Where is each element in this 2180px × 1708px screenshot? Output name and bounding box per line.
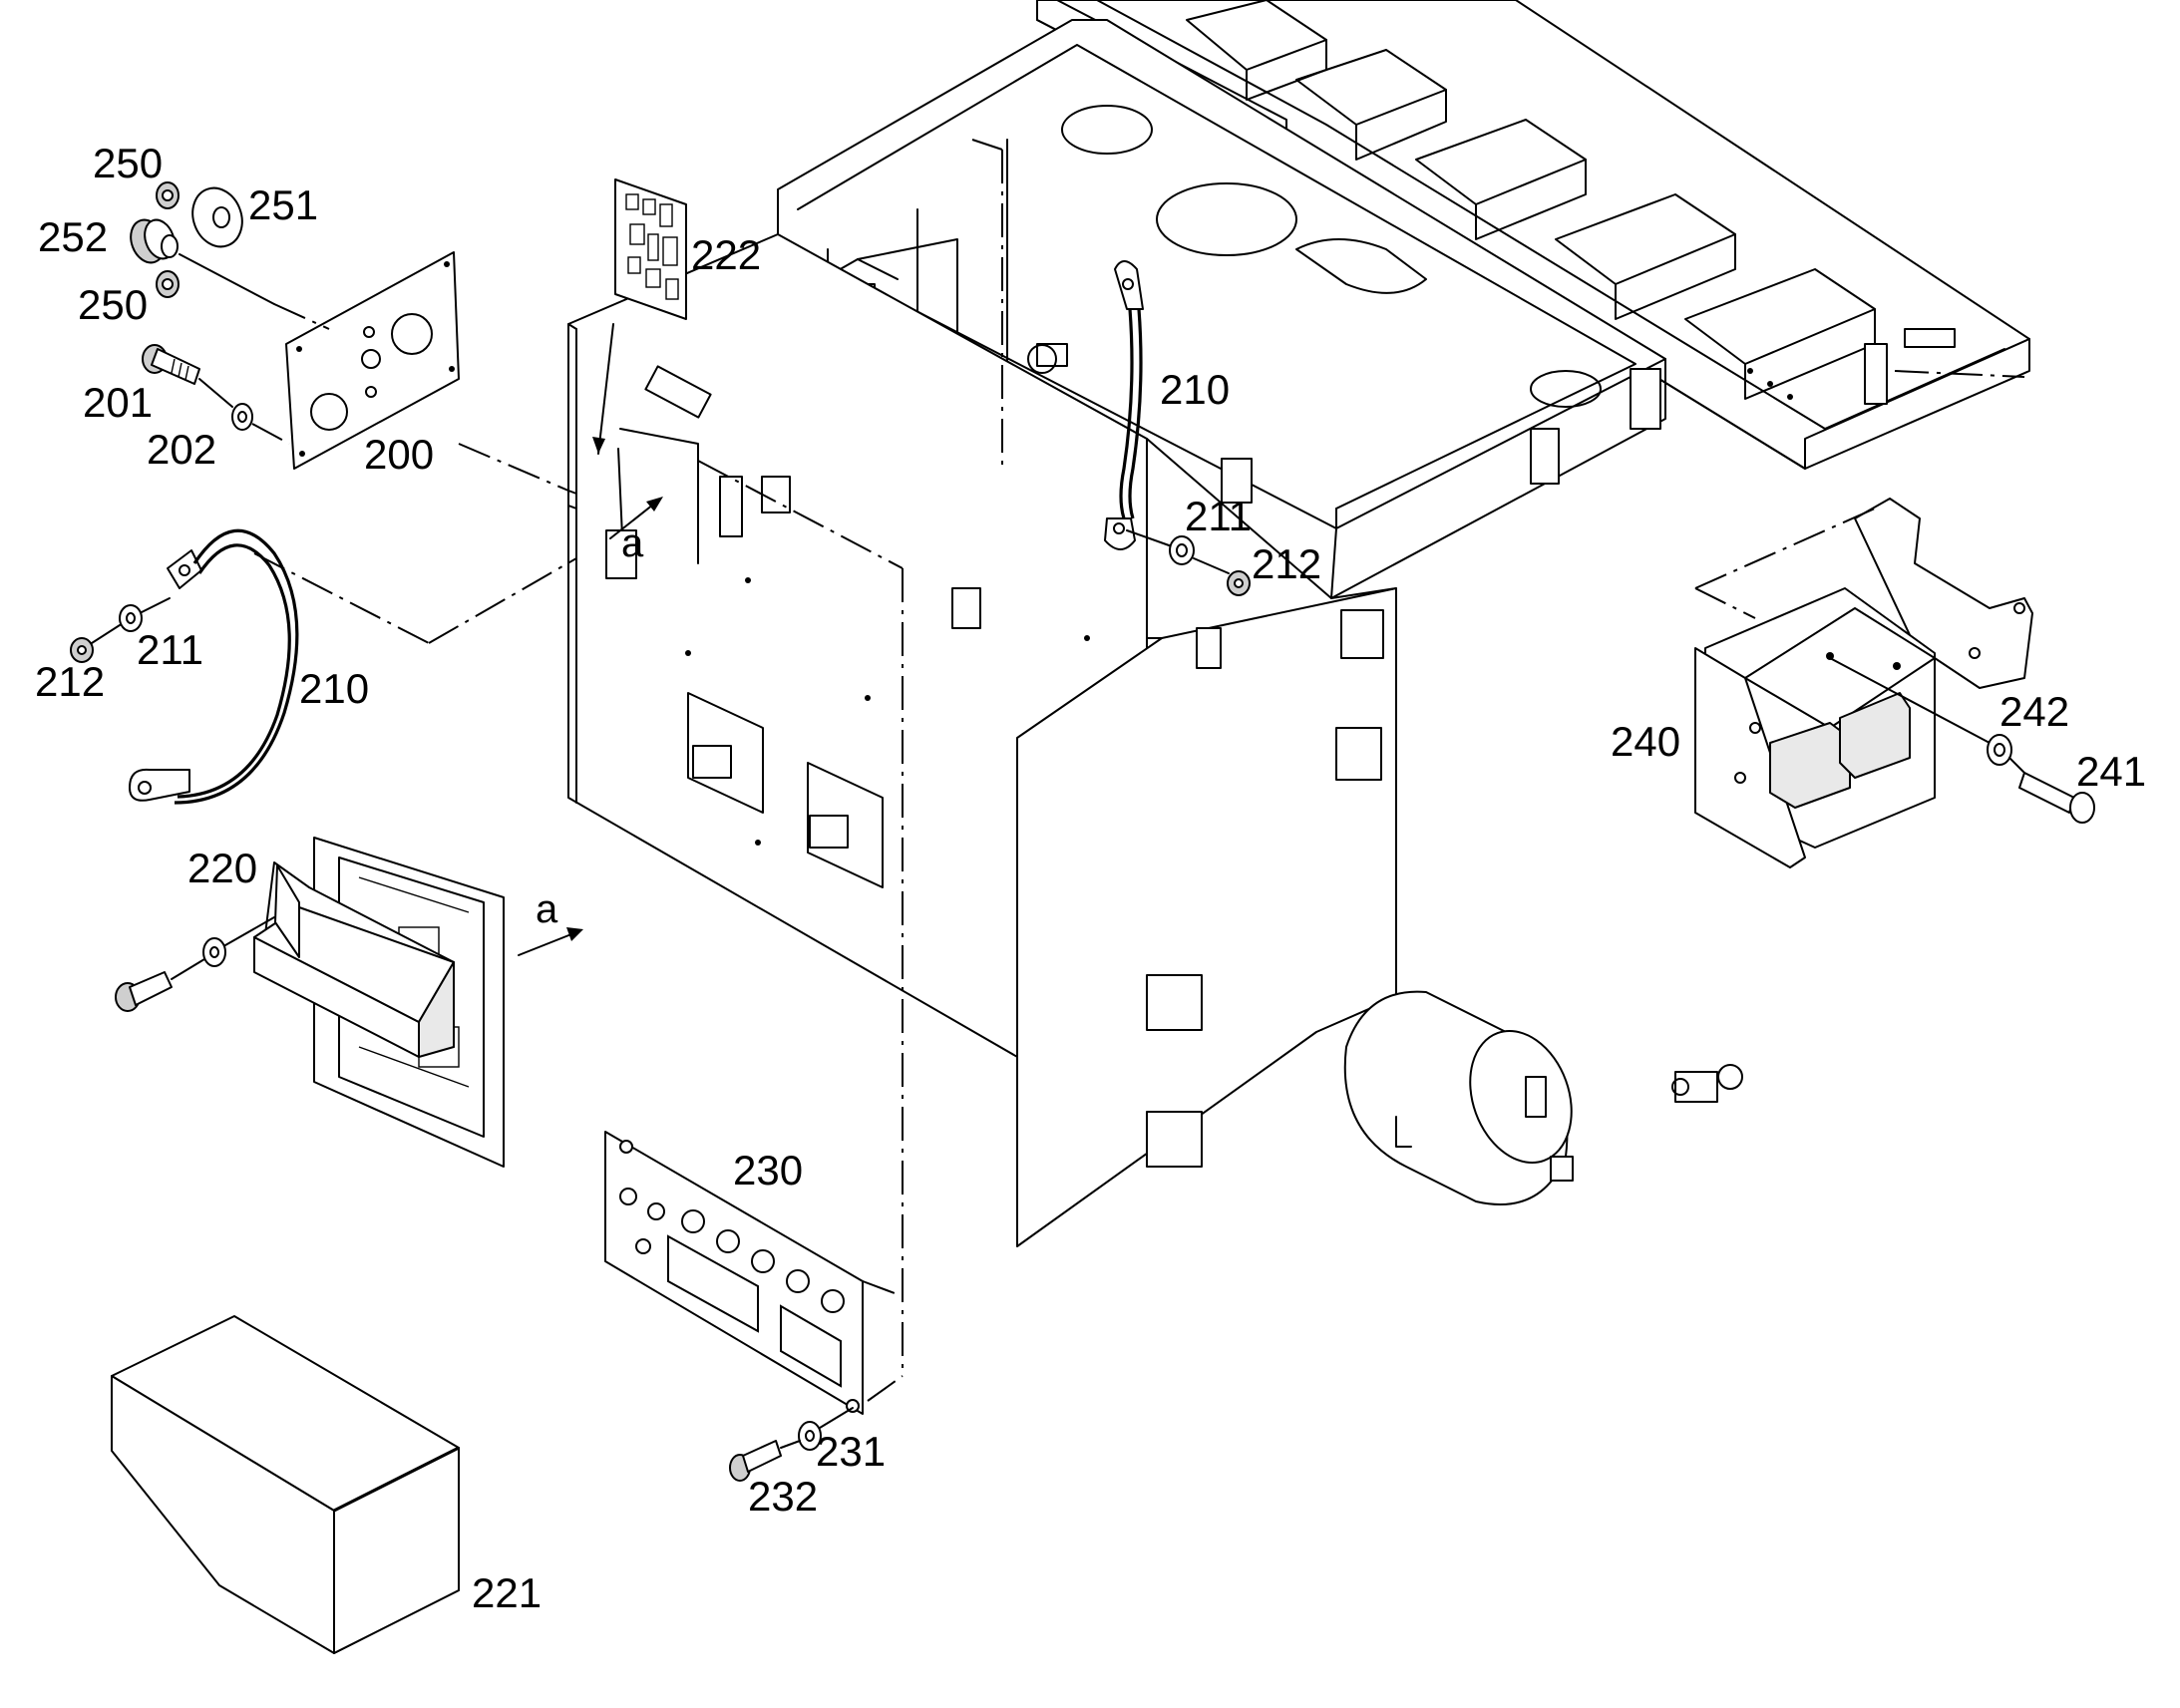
part-241-bolt [2018,772,2095,824]
roof-frame [1036,0,2030,470]
callout-241: 241 [2076,748,2146,795]
part-202-washer [231,403,253,431]
callout-251: 251 [248,181,318,228]
callout-201: 201 [83,379,153,426]
callout-231: 231 [816,1428,886,1475]
callout-labels: 250 251 252 250 222 201 202 200 210 211 … [35,140,2146,1616]
part-212-nut-upper [1227,570,1251,596]
part-230-switch-plate [604,1131,864,1415]
callout-250-lower: 250 [78,281,148,328]
part-210-ground-strap-lower [129,528,299,805]
roof-cross-members [1186,0,1876,400]
part-221-cover [111,1315,460,1654]
callout-222: 222 [691,231,761,278]
valve-fitting [1671,1064,1743,1103]
air-tank [1343,990,1574,1205]
cabin-top [777,19,1666,599]
part-211-washer-upper [1169,535,1195,565]
part-211-washer-lower [119,604,143,632]
switch-box-upper [687,692,764,814]
callout-221: 221 [472,1569,542,1616]
callout-212-lower: 212 [35,658,105,705]
part-250-nut-lower [156,270,180,298]
callout-232: 232 [748,1473,818,1520]
part-220-screw [115,971,173,1012]
part-240-relay-bracket [1694,498,2033,868]
view-marker-a-lower: a [536,887,558,931]
part-220-washer [202,937,226,967]
part-220-housing [253,861,455,1058]
switch-box-lower [807,762,884,888]
callout-220: 220 [187,845,257,891]
callout-200: 200 [364,431,434,478]
callout-210-lower: 210 [299,665,369,712]
part-252-cable-gland [130,218,179,264]
callout-211-lower: 211 [137,626,203,673]
part-232-screw [729,1440,782,1482]
cabin-body [567,233,1397,1247]
callout-240: 240 [1611,718,1680,765]
callout-210-upper: 210 [1160,366,1230,413]
part-212-nut-lower [70,637,94,663]
callout-230: 230 [733,1147,803,1194]
part-200-cover-plate [285,251,460,470]
part-222-label-sheet [614,178,687,320]
view-marker-a-upper: a [621,521,644,565]
part-231-washer [798,1421,822,1451]
callout-252: 252 [38,213,108,260]
callout-202: 202 [147,426,216,473]
callout-242: 242 [1999,688,2069,735]
part-242-washer [1987,734,2012,766]
part-210-ground-strap-upper [1104,260,1144,550]
callout-250-upper: 250 [93,140,163,186]
callout-211-upper: 211 [1185,493,1252,539]
part-201-bolt [142,344,200,385]
callout-212-upper: 212 [1252,540,1321,587]
part-250-nut-upper [156,181,180,209]
part-251-grommet [191,186,243,248]
